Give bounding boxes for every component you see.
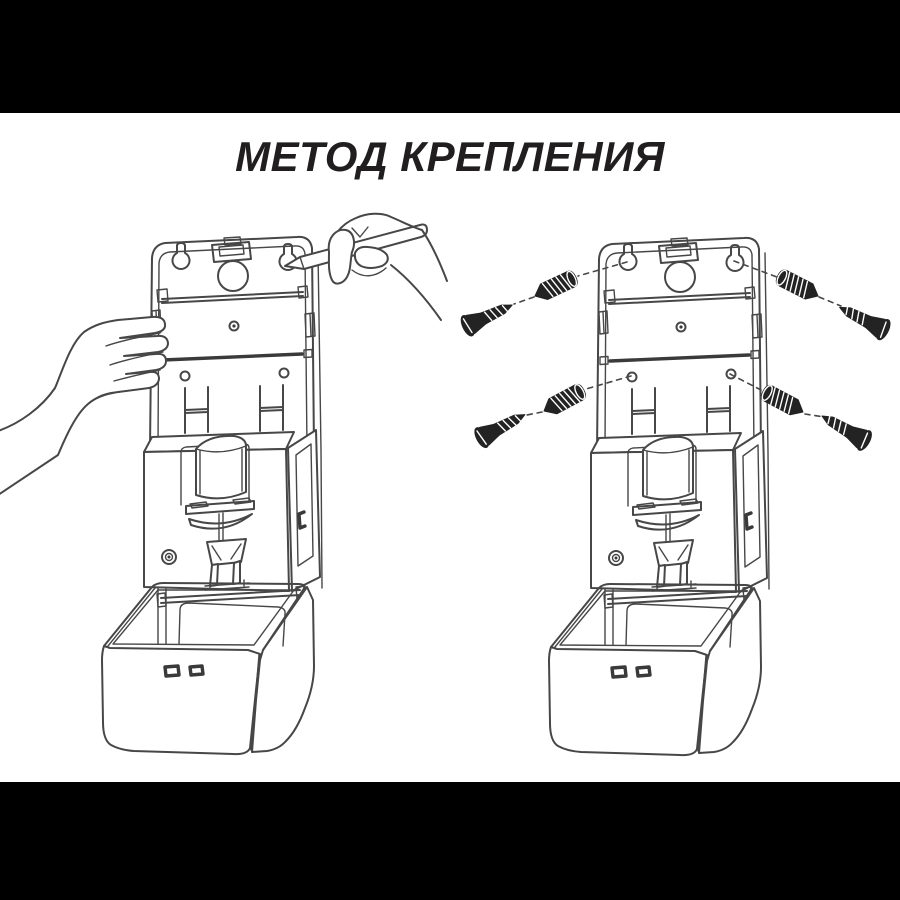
screw-top-right — [833, 296, 894, 343]
panel-install-anchors — [457, 236, 894, 757]
wall-plug-mid-left — [539, 381, 589, 420]
screw-top-left — [457, 294, 518, 339]
screw-mid-left — [471, 404, 531, 451]
dashed-alignment-lines — [513, 260, 842, 418]
pencil-icon — [284, 223, 428, 270]
wall-plug-top-left — [530, 268, 581, 305]
wall-plug-mid-right — [758, 382, 808, 421]
page-title: МЕТОД КРЕПЛЕНИЯ — [235, 133, 665, 180]
screw-mid-right — [815, 405, 875, 454]
letterbox-bottom-bar — [0, 782, 900, 900]
pencil-hand-icon — [284, 212, 448, 321]
letterbox-top-bar — [0, 0, 900, 113]
pressing-hand-icon — [0, 315, 169, 495]
wall-plug-top-right — [773, 267, 823, 305]
panel-mark-holes — [0, 212, 448, 756]
